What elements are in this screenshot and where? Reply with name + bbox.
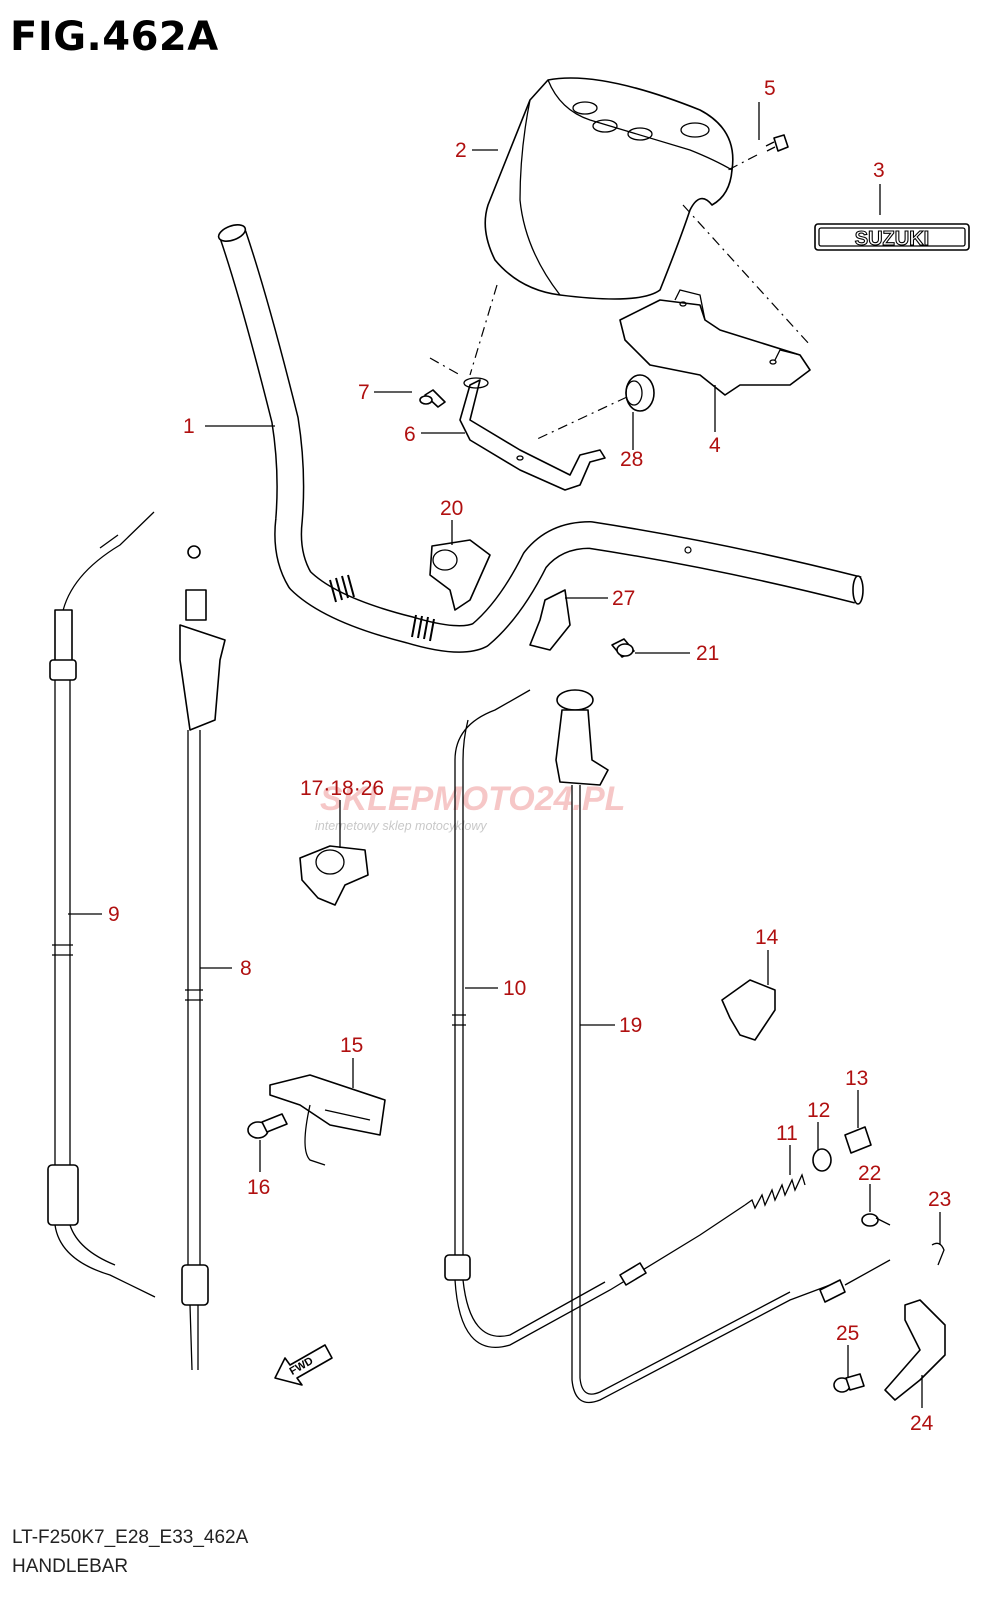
watermark-tagline: internetowy sklep motocyklowy (315, 819, 487, 833)
label-28: 28 (620, 448, 643, 471)
watermark-brand: SKLEPMOTO24.PL (320, 780, 625, 818)
clip-23 (931, 1242, 945, 1266)
stay-6 (459, 377, 606, 491)
figure-name: HANDLEBAR (12, 1556, 129, 1577)
bracket-4 (619, 289, 811, 396)
label-8: 8 (240, 957, 252, 980)
clamp-14 (721, 979, 776, 1041)
label-17-18-26: 17·18·26 (300, 777, 384, 800)
clamp-27 (529, 589, 571, 651)
label-16: 16 (247, 1176, 270, 1199)
label-1: 1 (183, 415, 195, 438)
label-22: 22 (858, 1162, 881, 1185)
handlebar-cover (484, 77, 734, 300)
label-23: 23 (928, 1188, 951, 1211)
label-5: 5 (764, 77, 776, 100)
handlebar-tube (217, 224, 864, 653)
pin-22 (861, 1213, 891, 1227)
reference-labels: 1 2 3 4 5 6 7 8 9 10 11 12 13 14 15 16 1… (108, 77, 951, 1435)
leader-lines (68, 102, 941, 1408)
label-19: 19 (619, 1014, 642, 1037)
figure-code: LT-F250K7_E28_E33_462A (12, 1527, 249, 1548)
label-24: 24 (910, 1412, 934, 1435)
label-25: 25 (836, 1322, 859, 1345)
label-20: 20 (440, 497, 463, 520)
grommet-28 (625, 374, 655, 412)
bolt-25 (833, 1373, 865, 1393)
cable-9 (47, 511, 156, 1298)
fwd-arrow: FWD (274, 1344, 333, 1386)
label-7: 7 (358, 381, 370, 404)
collar-12 (812, 1148, 832, 1172)
clamp-17 (299, 845, 369, 906)
label-15: 15 (340, 1034, 363, 1057)
label-14: 14 (755, 926, 779, 949)
label-12: 12 (807, 1099, 830, 1122)
label-3: 3 (873, 159, 885, 182)
label-11: 11 (776, 1122, 798, 1145)
choke-cable-19 (555, 689, 891, 1404)
adjuster-13 (844, 1126, 872, 1154)
suzuki-logo-text: SUZUKI (855, 228, 929, 250)
cable-8 (179, 545, 226, 1371)
bolt-16 (247, 1113, 288, 1139)
lever-24 (884, 1299, 946, 1401)
label-21: 21 (696, 642, 719, 665)
label-2: 2 (455, 139, 467, 162)
label-6: 6 (404, 423, 416, 446)
label-9: 9 (108, 903, 120, 926)
figure-title: FIG.462A (10, 14, 219, 60)
spring-11 (744, 1173, 806, 1210)
label-10: 10 (503, 977, 526, 1000)
label-13: 13 (845, 1067, 868, 1090)
screw-7 (419, 389, 446, 408)
suzuki-emblem: SUZUKI (814, 223, 970, 251)
screw-5 (765, 134, 789, 152)
label-4: 4 (709, 434, 721, 457)
clamp-20 (429, 539, 491, 611)
cable-10 (444, 689, 746, 1348)
watermark: SKLEPMOTO24.PL internetowy sklep motocyk… (315, 780, 625, 833)
bolt-21 (611, 638, 635, 658)
label-27: 27 (612, 587, 635, 610)
assembly-lines (429, 154, 811, 441)
bracket-15 (269, 1074, 386, 1166)
